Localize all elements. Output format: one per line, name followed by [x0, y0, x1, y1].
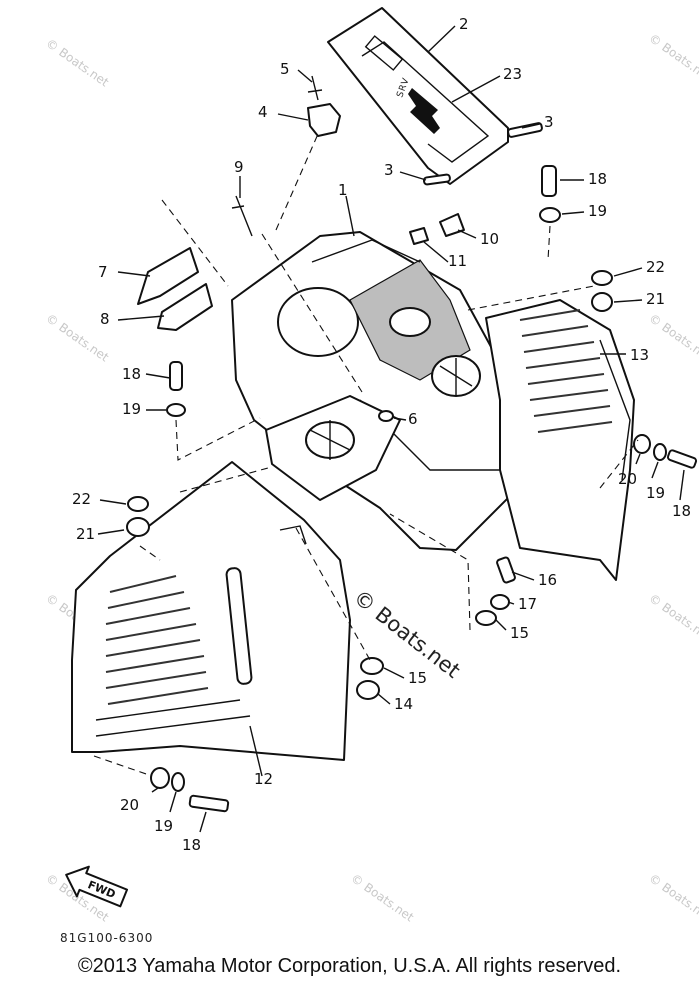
brackets-7-8: [137, 247, 213, 331]
hardware-center: [356, 556, 516, 700]
callout-16: 16: [538, 571, 557, 589]
part-4-bracket: [307, 103, 341, 137]
callout-3: 3: [384, 161, 394, 179]
part-3-pin: [507, 122, 543, 138]
callout-2: 2: [459, 15, 469, 33]
callout-23: 23: [503, 65, 522, 83]
callout-20: 20: [120, 796, 139, 814]
bolt-set-top-right: [539, 165, 561, 223]
callout-11: 11: [448, 252, 467, 270]
watermark: © Boats.net: [43, 36, 111, 90]
callout-1: 1: [338, 181, 348, 199]
part-13-right-panel: [485, 299, 635, 581]
watermark: © Boats.net: [348, 871, 416, 925]
callout-21: 21: [646, 290, 665, 308]
callout-9: 9: [234, 158, 244, 176]
callout-7: 7: [98, 263, 108, 281]
bolt-set-bottom: [150, 767, 230, 813]
part-10-clip: [439, 213, 465, 237]
nuts-left: [126, 496, 150, 537]
callout-12: 12: [254, 770, 273, 788]
callout-18: 18: [122, 365, 141, 383]
exploded-parts-diagram: © Boats.net © Boats.net © Boats.net © Bo…: [43, 7, 699, 945]
callout-17: 17: [518, 595, 537, 613]
callout-19: 19: [154, 817, 173, 835]
copyright-notice: ©2013 Yamaha Motor Corporation, U.S.A. A…: [77, 955, 622, 977]
callout-10: 10: [480, 230, 499, 248]
callout-18: 18: [588, 170, 607, 188]
part-5-screw: [307, 75, 323, 101]
callout-18: 18: [672, 502, 691, 520]
part-2-cover: SRV: [327, 7, 509, 185]
callout-19: 19: [122, 400, 141, 418]
callout-14: 14: [394, 695, 413, 713]
callout-3: 3: [544, 113, 554, 131]
fwd-arrow: FWD: [65, 865, 129, 908]
watermark: © Boats.net: [646, 311, 699, 365]
callout-8: 8: [100, 310, 110, 328]
callout-20: 20: [618, 470, 637, 488]
part-1-main-housing: [231, 231, 521, 551]
nuts-right: [591, 270, 613, 312]
instrument-tray: [265, 395, 401, 501]
assembly-lines: [93, 133, 639, 777]
callout-21: 21: [76, 525, 95, 543]
leader-lines: [97, 25, 685, 833]
part-9-pin: [231, 195, 253, 237]
callout-13: 13: [630, 346, 649, 364]
callout-5: 5: [280, 60, 290, 78]
callout-18: 18: [182, 836, 201, 854]
drawing-code: 81G100-6300: [60, 931, 153, 945]
bolt-set-left: [166, 361, 186, 417]
callout-labels: 2 23 5 4 3 3 9 18 1 19 10 11 22 7 21 8 1…: [72, 15, 691, 854]
callout-6: 6: [408, 410, 418, 428]
callout-19: 19: [588, 202, 607, 220]
fwd-arrow-icon: [65, 865, 129, 908]
callout-19: 19: [646, 484, 665, 502]
watermark: © Boats.net: [646, 31, 699, 85]
bolt-set-right: [633, 434, 698, 469]
callout-15: 15: [408, 669, 427, 687]
watermark: © Boats.net: [646, 591, 699, 645]
part-12-left-panel: [71, 461, 351, 761]
callout-15: 15: [510, 624, 529, 642]
part-11-clip: [409, 227, 429, 245]
watermark: © Boats.net: [646, 871, 699, 925]
part-3-pin: [422, 173, 451, 186]
callout-22: 22: [646, 258, 665, 276]
callout-4: 4: [258, 103, 268, 121]
callout-22: 22: [72, 490, 91, 508]
